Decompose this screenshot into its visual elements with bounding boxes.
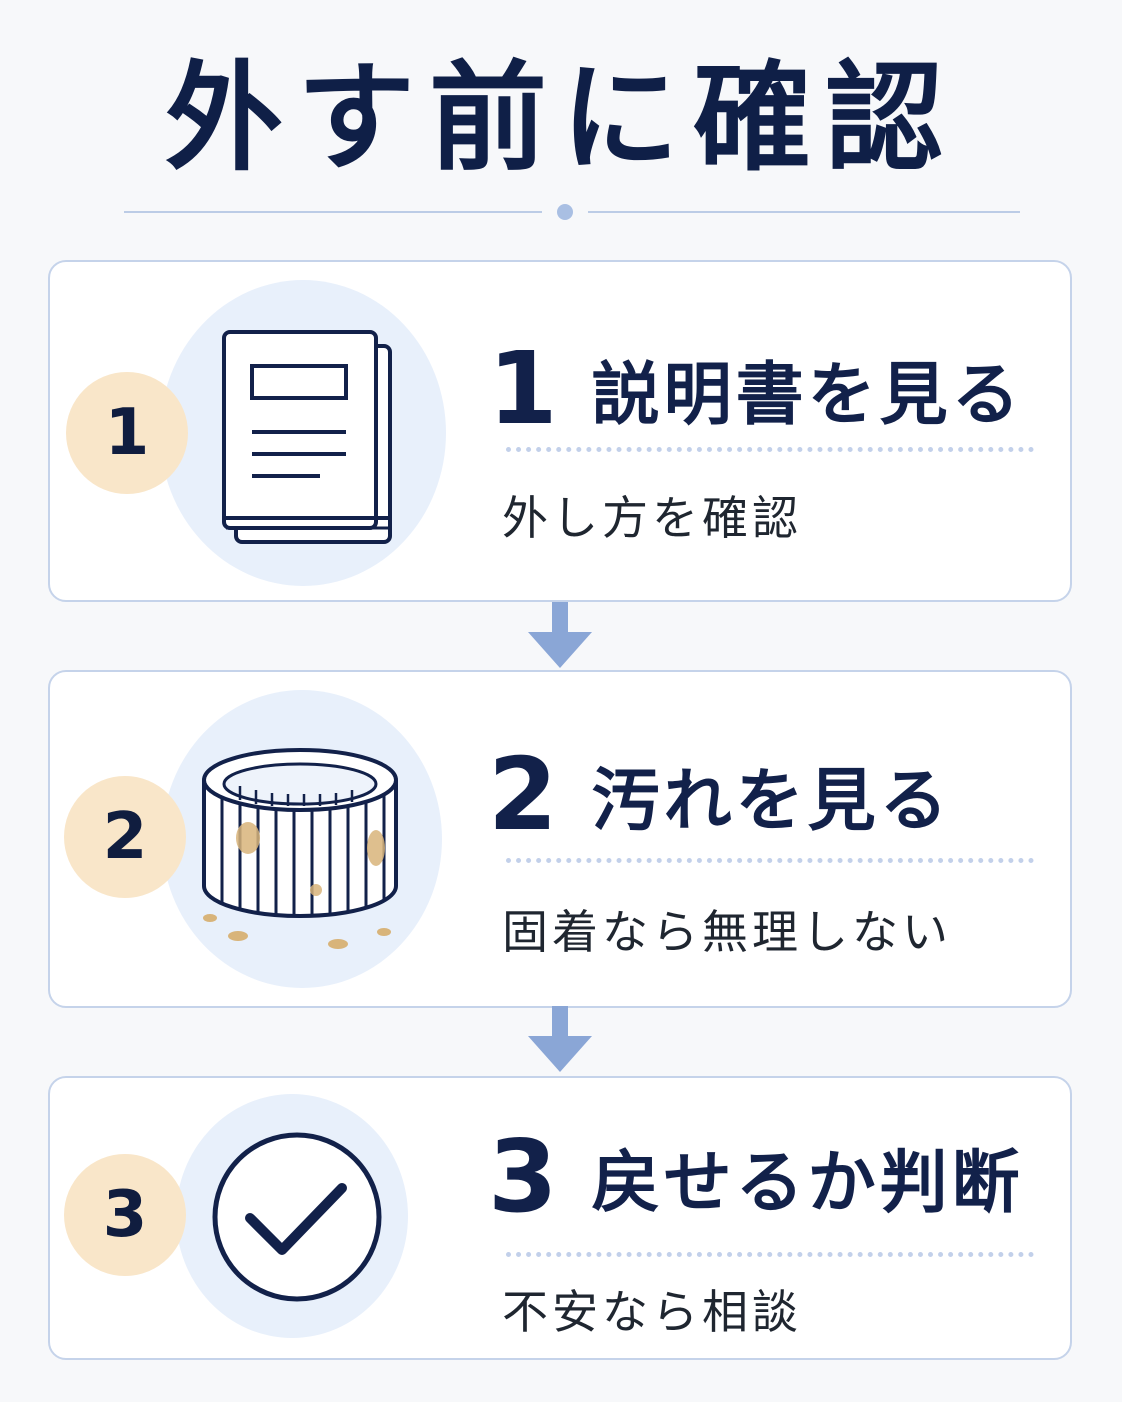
step-title-number-1: 1 <box>488 330 558 447</box>
page-title: 外す前に確認 <box>164 49 957 187</box>
step-title-number-2: 2 <box>488 736 558 853</box>
step-subtitle-1: 外し方を確認 <box>502 491 802 545</box>
title-divider-left <box>124 211 542 213</box>
step-title-text-3: 戻せるか判断 <box>591 1144 1024 1223</box>
step-number-badge-1: 1 <box>66 372 188 494</box>
dotted-separator-3 <box>506 1252 1034 1257</box>
title-divider-dot <box>557 204 573 220</box>
check-circle-icon <box>210 1130 384 1304</box>
step-title-text-2: 汚れを見る <box>591 762 952 841</box>
dirty-filter-icon <box>190 720 410 952</box>
step-title-1: 1 説明書を見る <box>488 330 1024 447</box>
step-number-badge-2: 2 <box>64 776 186 898</box>
down-arrow-icon <box>527 1006 593 1074</box>
manual-book-icon <box>220 328 396 546</box>
step-title-number-3: 3 <box>488 1118 558 1235</box>
step-title-3: 3 戻せるか判断 <box>488 1118 1024 1235</box>
step-subtitle-2: 固着なら無理しない <box>502 905 952 959</box>
dotted-separator-2 <box>506 858 1034 863</box>
step-title-text-1: 説明書を見る <box>591 356 1024 435</box>
down-arrow-icon <box>527 602 593 670</box>
step-card-1: 1 1 説明書を見る 外し方を確認 <box>48 260 1072 602</box>
step-subtitle-3: 不安なら相談 <box>502 1285 802 1339</box>
title-divider-right <box>588 211 1020 213</box>
step-number-badge-3: 3 <box>64 1154 186 1276</box>
dotted-separator-1 <box>506 447 1034 452</box>
step-title-2: 2 汚れを見る <box>488 736 952 853</box>
step-card-3: 3 3 戻せるか判断 不安なら相談 <box>48 1076 1072 1360</box>
step-card-2: 2 <box>48 670 1072 1008</box>
